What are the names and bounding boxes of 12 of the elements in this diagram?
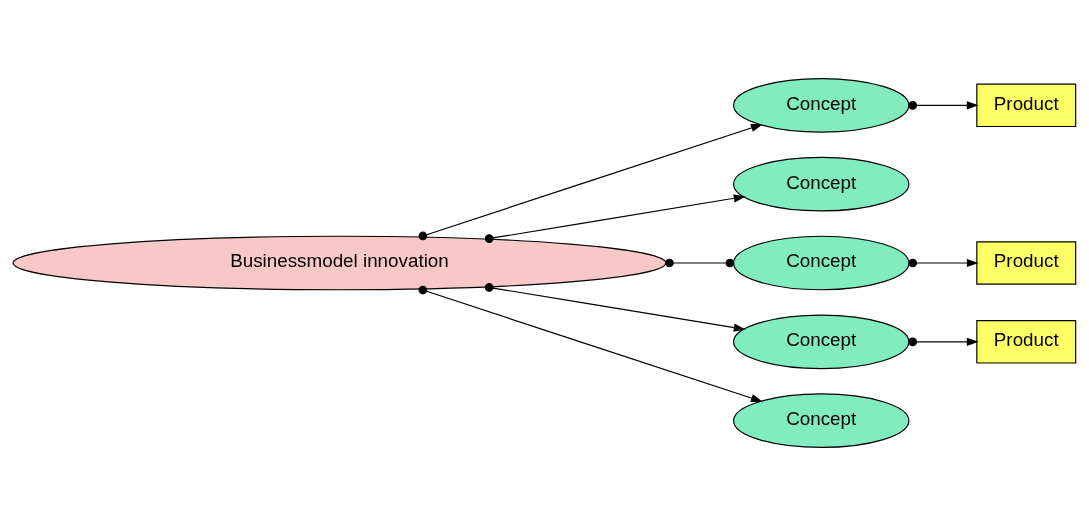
arrow bbox=[908, 100, 979, 110]
node-box: Product bbox=[976, 320, 1077, 364]
connector bbox=[665, 258, 735, 268]
node-box: Product bbox=[976, 83, 1077, 128]
arrow bbox=[908, 337, 979, 347]
node-ellipse: Concept bbox=[733, 235, 910, 291]
arrow bbox=[484, 283, 746, 332]
arrow bbox=[418, 123, 763, 241]
arrow bbox=[908, 258, 979, 268]
arrow bbox=[484, 194, 746, 243]
arrow bbox=[418, 285, 763, 403]
node-box: Product bbox=[976, 241, 1077, 285]
